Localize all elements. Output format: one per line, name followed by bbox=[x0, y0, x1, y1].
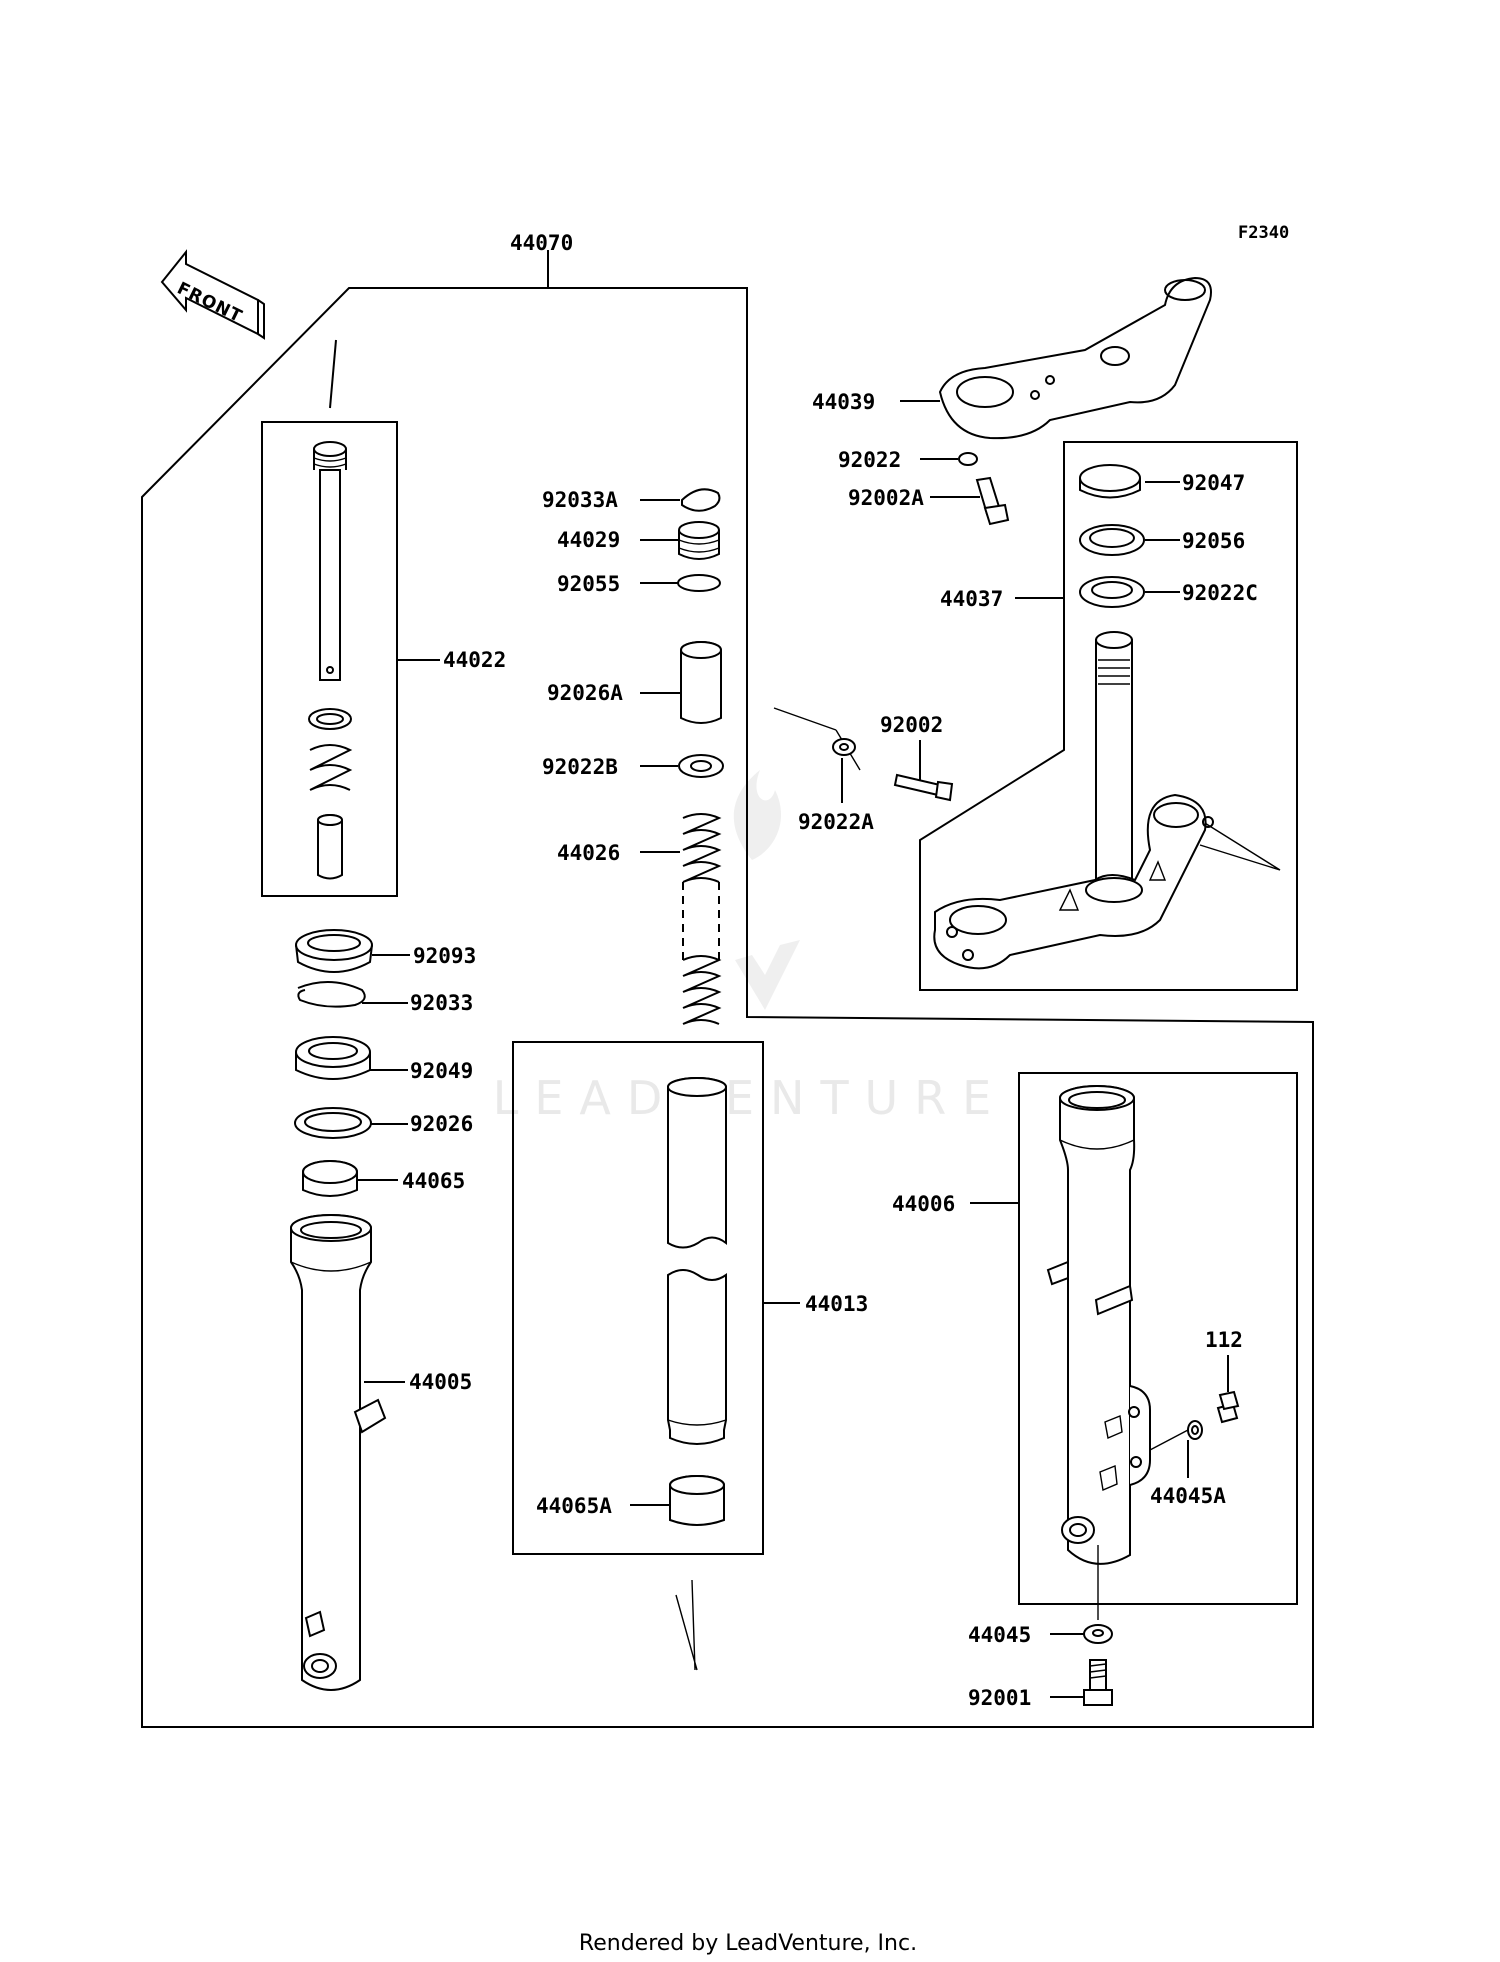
part-label-92022B[interactable]: 92022B bbox=[542, 755, 618, 779]
part-label-92002A[interactable]: 92002A bbox=[848, 486, 924, 510]
part-label-92026[interactable]: 92026 bbox=[410, 1112, 473, 1136]
part-label-44026[interactable]: 44026 bbox=[557, 841, 620, 865]
fork-spring bbox=[682, 813, 722, 1025]
front-arrow-icon: FRONT bbox=[160, 249, 265, 340]
part-label-44013[interactable]: 44013 bbox=[805, 1292, 868, 1316]
part-label-92026A[interactable]: 92026A bbox=[547, 681, 623, 705]
part-label-44065[interactable]: 44065 bbox=[402, 1169, 465, 1193]
part-label-44065A[interactable]: 44065A bbox=[536, 1494, 612, 1518]
part-label-92001[interactable]: 92001 bbox=[968, 1686, 1031, 1710]
part-label-92002[interactable]: 92002 bbox=[880, 713, 943, 737]
left-outer-tube bbox=[290, 1214, 387, 1691]
damper-rod bbox=[308, 441, 353, 880]
part-label-44045A[interactable]: 44045A bbox=[1150, 1484, 1226, 1508]
inner-fork-tube bbox=[667, 1077, 727, 1526]
part-label-44045[interactable]: 44045 bbox=[968, 1623, 1031, 1647]
part-label-44039[interactable]: 44039 bbox=[812, 390, 875, 414]
part-label-44037[interactable]: 44037 bbox=[940, 587, 1003, 611]
part-label-92022[interactable]: 92022 bbox=[838, 448, 901, 472]
part-label-112[interactable]: 112 bbox=[1205, 1328, 1243, 1352]
part-label-92047[interactable]: 92047 bbox=[1182, 471, 1245, 495]
right-outer-tube bbox=[1046, 1085, 1151, 1565]
part-label-92055[interactable]: 92055 bbox=[557, 572, 620, 596]
footer-credit: Rendered by LeadVenture, Inc. bbox=[579, 1931, 917, 1956]
part-label-92049[interactable]: 92049 bbox=[410, 1059, 473, 1083]
part-label-44005[interactable]: 44005 bbox=[409, 1370, 472, 1394]
part-label-92022A[interactable]: 92022A bbox=[798, 810, 874, 834]
part-label-92033A[interactable]: 92033A bbox=[542, 488, 618, 512]
part-label-44070[interactable]: 44070 bbox=[510, 231, 573, 255]
part-label-92033[interactable]: 92033 bbox=[410, 991, 473, 1015]
fork-assembly-frame bbox=[141, 287, 1314, 1728]
upper-triple-clamp bbox=[938, 276, 1212, 440]
steering-stem bbox=[933, 631, 1214, 970]
watermark: LEADVENTURE bbox=[493, 770, 1008, 1125]
part-label-44029[interactable]: 44029 bbox=[557, 528, 620, 552]
part-label-92093[interactable]: 92093 bbox=[413, 944, 476, 968]
steering-stem-box bbox=[919, 441, 1298, 991]
inner-tube-box bbox=[512, 1041, 764, 1555]
part-label-44022[interactable]: 44022 bbox=[443, 648, 506, 672]
watermark-text: LEADVENTURE bbox=[493, 1071, 1008, 1125]
outer-tube-box bbox=[1018, 1072, 1298, 1605]
part-label-92056[interactable]: 92056 bbox=[1182, 529, 1245, 553]
part-label-44006[interactable]: 44006 bbox=[892, 1192, 955, 1216]
figure-code: F2340 bbox=[1238, 223, 1289, 243]
part-label-92022C[interactable]: 92022C bbox=[1182, 581, 1258, 605]
